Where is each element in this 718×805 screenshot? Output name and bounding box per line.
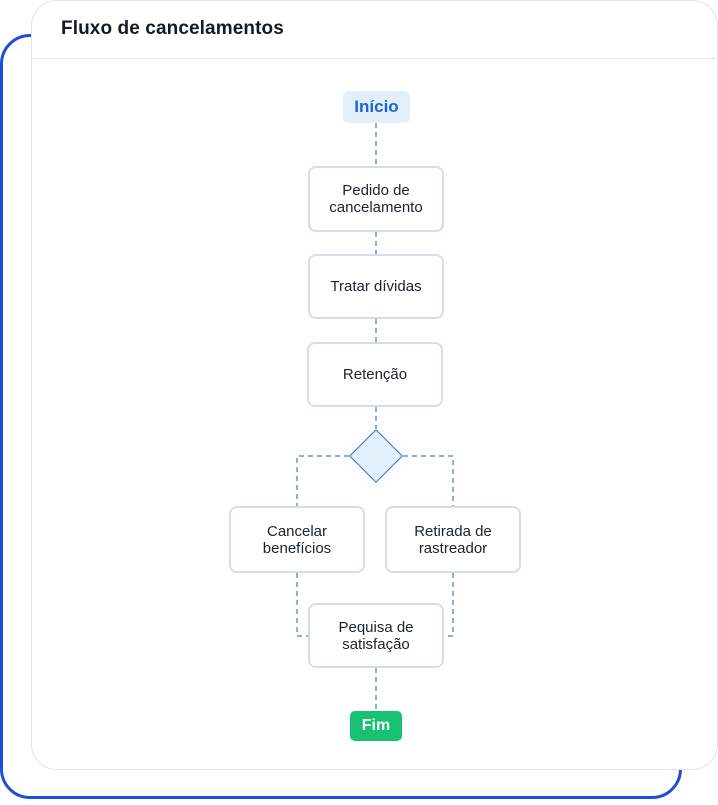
step-tracker-removal-label: Retirada de rastreador [414,522,492,557]
connector-tracker-survey [443,573,454,637]
connector-cancel-survey [296,573,309,637]
flow-diagram: Início Pedido de cancelamento Tratar dív… [32,59,717,769]
step-survey-label: Pequisa de satisfação [338,618,414,653]
connector-decision-cancel [296,455,349,506]
flow-card: Fluxo de cancelamentos Início Pedido de … [31,0,718,770]
connector-lines [296,123,454,711]
card-title: Fluxo de cancelamentos [61,18,284,39]
end-label: Fim [361,717,391,734]
step-retention: Retenção [307,342,443,407]
step-cancel-benefits-label: Cancelar benefícios [262,522,332,557]
step-retention-label: Retenção [342,366,408,383]
step-tracker-removal: Retirada de rastreador [385,506,521,573]
step-cancel-benefits: Cancelar benefícios [229,506,365,573]
step-survey: Pequisa de satisfação [308,603,444,668]
step-debts-label: Tratar dívidas [330,278,422,295]
step-debts: Tratar dívidas [308,254,444,319]
start-label: Início [354,97,399,116]
start-node: Início [343,91,410,123]
card-header: Fluxo de cancelamentos [32,1,717,59]
connector-decision-tracker [403,455,454,506]
step-request: Pedido de cancelamento [308,166,444,232]
end-node: Fim [350,711,402,741]
step-request-label: Pedido de cancelamento [329,182,423,216]
